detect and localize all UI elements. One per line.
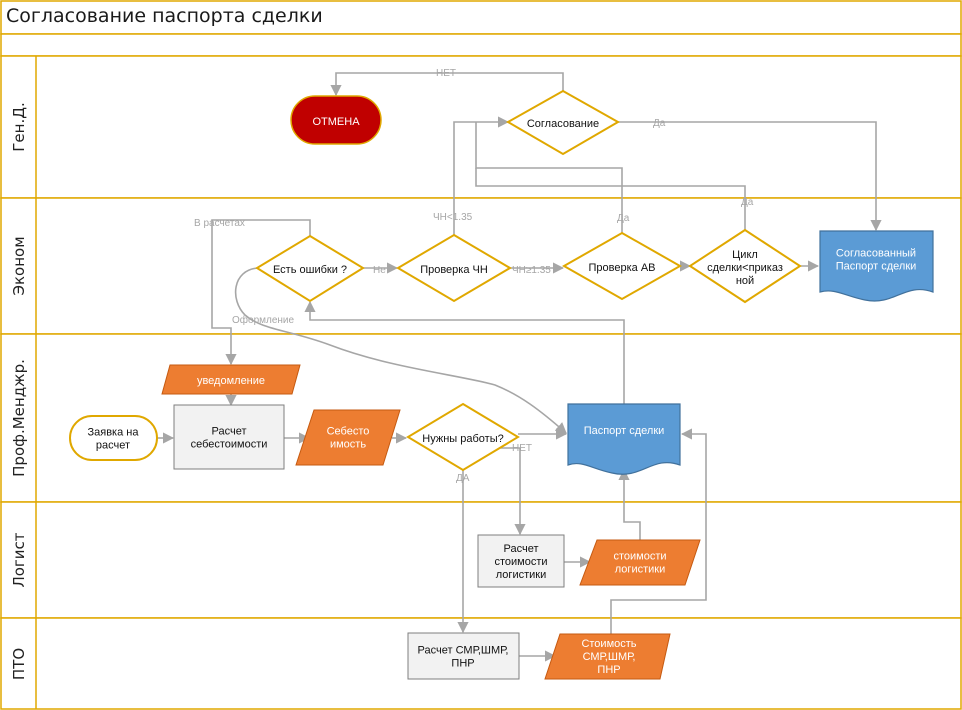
node-text-line: стоимости xyxy=(613,551,666,563)
label-yes-cycle: Да xyxy=(741,197,754,208)
cost-calc-process xyxy=(173,404,285,470)
lane-gen-d xyxy=(0,55,962,199)
smr-calc-process xyxy=(407,632,520,680)
edge-cycle-approval xyxy=(475,168,746,230)
edge-chn-approval xyxy=(453,116,510,235)
lane-label-gen-d: Ген.Д. xyxy=(10,102,28,151)
notification-data xyxy=(161,364,301,395)
node-text-line: ОТМЕНА xyxy=(312,116,360,128)
node-text-line: имость xyxy=(330,439,366,451)
node-text-line: себестоимости xyxy=(191,439,268,451)
need-works-decision xyxy=(406,402,520,472)
label-formalization: Оформление xyxy=(232,314,295,326)
edge-approval-approved xyxy=(618,121,882,232)
node-text-line: Расчет xyxy=(212,426,247,438)
node-text-line: Заявка на xyxy=(88,427,140,439)
cost-data xyxy=(295,409,401,466)
node-text-line: Себесто xyxy=(327,426,370,438)
edge-works-logcalc xyxy=(500,447,526,536)
label-chn-high: ЧН≥1.35 xyxy=(512,265,551,276)
diagram-title: Согласование паспорта сделки xyxy=(6,5,323,27)
lane-label-pto: ПТО xyxy=(10,648,28,680)
node-text-line: ной xyxy=(736,275,754,287)
title-bar xyxy=(0,0,962,35)
check-av-decision xyxy=(561,231,683,301)
node-text-line: Согласованный xyxy=(836,248,916,260)
errors-decision xyxy=(255,234,365,303)
need-works-label: Нужны работы? xyxy=(422,433,503,445)
node-text-line: Расчет xyxy=(504,543,539,555)
node-text-line: логистики xyxy=(496,569,546,581)
smr-calc-label: Расчет СМР,ШМР,ПНР xyxy=(418,645,509,670)
node-text-line: логистики xyxy=(615,564,665,576)
label-chn-low: ЧН<1.35 xyxy=(433,212,473,223)
check-chn-decision xyxy=(396,233,512,303)
node-text-line: Согласование xyxy=(527,118,599,130)
passport-label: Паспорт сделки xyxy=(584,425,665,437)
node-text-line: ПНР xyxy=(597,664,620,676)
node-text-line: Есть ошибки ? xyxy=(273,264,347,276)
approval-label: Согласование xyxy=(527,118,599,130)
label-no-errors: Нет xyxy=(373,265,390,276)
cancel-label: ОТМЕНА xyxy=(312,116,360,128)
node-text-line: сделки<приказ xyxy=(707,262,783,274)
swimlanes xyxy=(0,55,962,710)
smr-cost-data xyxy=(544,633,671,680)
node-text-line: расчет xyxy=(96,440,130,452)
label-in-calc: В расчетах xyxy=(194,218,245,229)
connectors xyxy=(157,72,882,662)
node-text-line: Паспорт сделки xyxy=(836,261,917,273)
node-text-line: ПНР xyxy=(451,658,474,670)
check-chn-label: Проверка ЧН xyxy=(420,264,488,276)
label-no-top: НЕТ xyxy=(436,68,456,79)
request-terminal xyxy=(69,415,158,461)
lane-label-logist: Логист xyxy=(10,532,28,587)
errors-label: Есть ошибки ? xyxy=(273,264,347,276)
node-text-line: СМР,ШМР, xyxy=(583,651,636,663)
lane-label-econom: Эконом xyxy=(10,236,28,295)
node-text-line: Стоимость xyxy=(581,638,636,650)
edge-av-approval xyxy=(475,122,623,233)
label-yes-approval: Да xyxy=(653,118,666,129)
node-text-line: Расчет СМР,ШМР, xyxy=(418,645,509,657)
node-text-line: Цикл xyxy=(732,249,758,261)
notification-label: уведомление xyxy=(197,375,265,387)
passport-document xyxy=(567,403,681,475)
edge-errors-notification xyxy=(211,219,311,366)
edge-approval-cancel xyxy=(330,72,564,97)
node-text-line: стоимости xyxy=(494,556,547,568)
lane-label-prof-mgr: Проф.Менджр. xyxy=(10,359,28,477)
check-av-label: Проверка АВ xyxy=(589,262,656,274)
edge-passport-errors xyxy=(304,300,625,404)
edge-logcost-passport xyxy=(618,468,641,540)
logistics-cost-data xyxy=(579,539,701,586)
cancel-terminal xyxy=(290,95,382,145)
approval-decision xyxy=(505,89,621,156)
edge-smrcost-passport xyxy=(610,428,707,634)
label-yes-av: Да xyxy=(617,213,630,224)
node-text-line: уведомление xyxy=(197,375,265,387)
cycle-decision xyxy=(688,228,802,304)
node-text-line: Проверка АВ xyxy=(589,262,656,274)
label-yes-works: ДА xyxy=(456,473,470,484)
node-text-line: Паспорт сделки xyxy=(584,425,665,437)
node-text-line: Проверка ЧН xyxy=(420,264,488,276)
approved-passport-document xyxy=(819,230,934,302)
edge-labels: НЕТ Да В расчетах ЧН<1.35 Да Да Нет ЧН≥1… xyxy=(194,68,754,484)
logistics-calc-process xyxy=(477,534,565,588)
edge-errors-passport xyxy=(234,267,567,434)
header-strip xyxy=(0,33,962,57)
label-no-works: НЕТ xyxy=(512,443,532,454)
node-text-line: Нужны работы? xyxy=(422,433,503,445)
